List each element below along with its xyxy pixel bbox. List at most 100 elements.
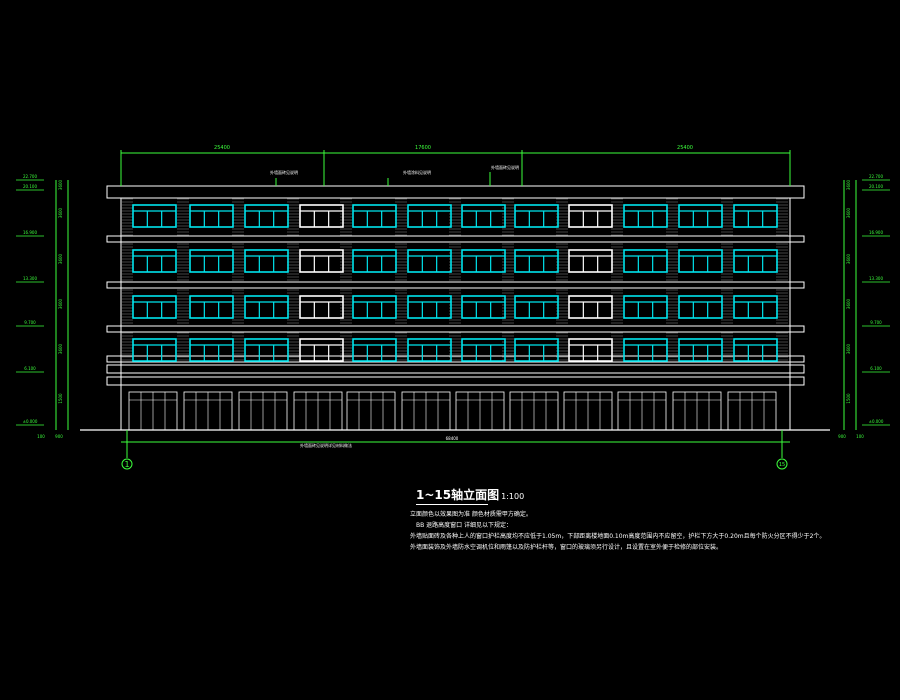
dim-side-value-right: 1500	[846, 393, 851, 404]
dim-top-seg-3: 25400	[677, 145, 693, 151]
window	[132, 338, 177, 362]
window	[461, 204, 506, 228]
window	[568, 295, 613, 319]
window	[132, 204, 177, 228]
window	[352, 338, 397, 362]
level-label-left: 20.100	[23, 184, 37, 189]
note-line-1: 立面颜色以效果图为准 颜色材质需甲方确定。	[410, 511, 532, 518]
window	[407, 249, 452, 273]
drawing-title-text: 1~15轴立面图	[416, 488, 500, 502]
window	[244, 338, 289, 362]
base-label-right-1: 900	[838, 434, 846, 439]
window	[514, 204, 559, 228]
axis-label-left: 1	[124, 460, 129, 469]
window	[352, 295, 397, 319]
dim-side-value-right: 3600	[846, 253, 851, 264]
window	[352, 249, 397, 273]
axis-label-right: 15	[779, 462, 785, 468]
drawing-scale: 1:100	[501, 492, 525, 501]
level-label-left: 13.300	[23, 276, 37, 281]
level-label-right: 20.100	[869, 184, 883, 189]
window	[461, 338, 506, 362]
window	[407, 338, 452, 362]
base-label-right-2: 100	[856, 434, 864, 439]
level-label-right: 22.700	[869, 174, 883, 179]
window	[244, 204, 289, 228]
shopfront-band-3	[106, 376, 805, 386]
window	[461, 295, 506, 319]
level-label-left: 9.700	[24, 320, 36, 325]
window	[623, 338, 668, 362]
base-label-left-1: 100	[37, 434, 45, 439]
window	[132, 249, 177, 273]
window	[407, 295, 452, 319]
floor-slab-3	[106, 325, 805, 333]
callout-2: 外墙涂料见说明	[403, 169, 431, 175]
window	[514, 295, 559, 319]
window	[568, 204, 613, 228]
window	[733, 338, 778, 362]
dim-side-value-left: 3600	[58, 253, 63, 264]
dim-side-value-left: 3600	[58, 179, 63, 190]
window	[733, 249, 778, 273]
floor-slab-1	[106, 235, 805, 243]
dim-top-seg-1: 25400	[214, 145, 230, 151]
window	[568, 249, 613, 273]
window	[568, 338, 613, 362]
level-label-right: 16.900	[869, 230, 883, 235]
level-label-right: 9.700	[870, 320, 882, 325]
level-label-left: 16.900	[23, 230, 37, 235]
floor-slab-2	[106, 281, 805, 289]
base-label-left-2: 900	[55, 434, 63, 439]
window	[678, 204, 723, 228]
window	[352, 204, 397, 228]
window	[678, 295, 723, 319]
dim-side-value-right: 3600	[846, 343, 851, 354]
window	[244, 249, 289, 273]
level-label-right: ±0.000	[869, 419, 884, 424]
bottom-note: 外墙面砖见说明详见材料做法	[300, 442, 352, 448]
window	[678, 338, 723, 362]
dim-side-value-left: 3600	[58, 298, 63, 309]
dim-bottom-total: 68400	[446, 436, 459, 441]
window	[623, 249, 668, 273]
roof-parapet	[106, 185, 805, 199]
dim-side-value-right: 3600	[846, 207, 851, 218]
window	[514, 249, 559, 273]
window	[132, 295, 177, 319]
window	[514, 338, 559, 362]
axis-bubble-left	[121, 458, 133, 470]
window	[299, 204, 344, 228]
title-underline	[416, 504, 488, 505]
shopfront-band-2	[106, 364, 805, 374]
window	[189, 204, 234, 228]
level-label-right: 6.100	[870, 366, 882, 371]
level-label-left: ±0.000	[23, 419, 38, 424]
note-line-3: 外墙贴面砖及各种上人的窗口护栏高度均不应低于1.05m，下部距离楼地面0.10m…	[410, 533, 826, 540]
note-line-2: BB 退路高度窗口 详细见以下规定：	[416, 522, 513, 529]
window	[461, 249, 506, 273]
level-label-left: 6.100	[24, 366, 36, 371]
note-line-4: 外墙面装饰及外墙防水空调机位和雨篷以及防护栏杆等，窗口的玻璃须另行设计，且设置在…	[410, 544, 723, 551]
window	[299, 249, 344, 273]
window	[299, 338, 344, 362]
window	[244, 295, 289, 319]
window	[733, 204, 778, 228]
dim-side-value-right: 3600	[846, 179, 851, 190]
window	[623, 204, 668, 228]
window	[189, 295, 234, 319]
callout-1: 外墙面砖见说明	[270, 169, 298, 175]
window	[678, 249, 723, 273]
window	[407, 204, 452, 228]
window	[189, 338, 234, 362]
dim-side-value-left: 3600	[58, 343, 63, 354]
dim-side-value-left: 1500	[58, 393, 63, 404]
level-label-left: 22.700	[23, 174, 37, 179]
window	[299, 295, 344, 319]
dim-side-value-right: 3600	[846, 298, 851, 309]
window	[733, 295, 778, 319]
dim-side-value-left: 3600	[58, 207, 63, 218]
